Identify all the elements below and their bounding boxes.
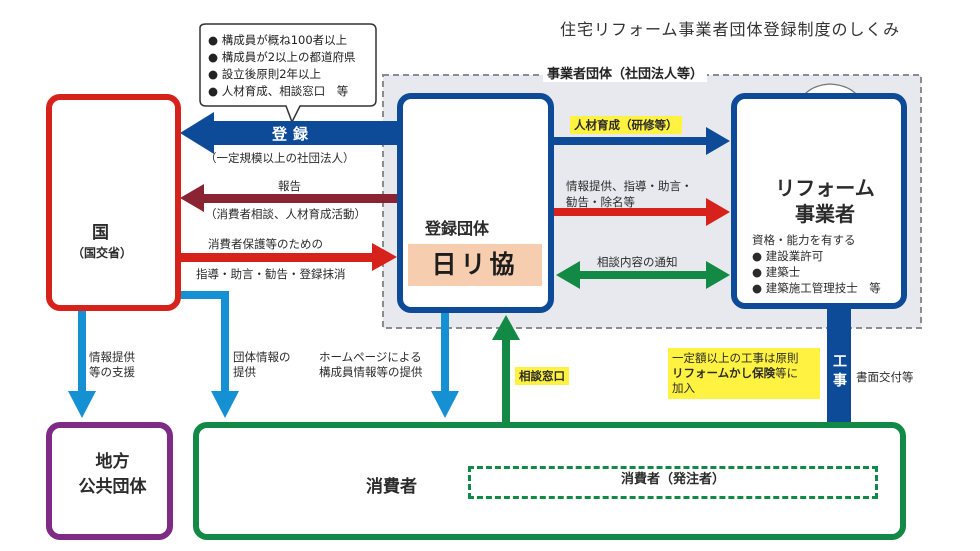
insurance-note-line2: リフォームかし保険等に: [672, 366, 816, 381]
homepage-info-label: ホームページによる 構成員情報等の提供: [319, 350, 423, 380]
registration-label: 登録: [272, 125, 315, 143]
reform-title-line2: 事業者: [795, 202, 855, 226]
guidance-arrow: [181, 243, 397, 271]
info-support-line2: 等の支援: [89, 365, 135, 379]
training-arrow: [554, 127, 730, 155]
reform-qualifications: 資格・能力を有する ● 建設業許可 ● 建築士 ● 建築施工管理技士 等: [752, 232, 881, 296]
insurance-note-rest: 等に: [775, 366, 799, 380]
training-label: 人材育成（研修等）: [570, 116, 682, 134]
requirement-item: ● 構成員が概ね100者以上: [208, 33, 348, 47]
local-government-label: 地方 公共団体: [52, 450, 173, 500]
info-guidance-line2: 勧告・除名等: [566, 195, 635, 209]
guidance-line2: 指導・助言・勧告・登録抹消: [196, 267, 346, 281]
qualification-item: ● 建設業許可: [752, 249, 824, 263]
consult-notice-label: 相談内容の通知: [597, 255, 678, 269]
kuni-sub: （国交省）: [72, 246, 133, 260]
insurance-note-line1: 一定額以上の工事は原則: [672, 351, 799, 365]
requirement-item: ● 構成員が2以上の都道府県: [208, 50, 356, 64]
requirements-list: ● 構成員が概ね100者以上 ● 構成員が2以上の都道府県 ● 設立後原則2年以…: [208, 32, 356, 100]
orderer-label: 消費者（発注者）: [620, 472, 725, 487]
qualification-item: ● 建築施工管理技士 等: [752, 281, 881, 295]
requirements-bubble: [199, 23, 377, 124]
reform-title-line1: リフォーム: [775, 176, 875, 200]
consult-window-label: 相談窓口: [515, 367, 569, 385]
info-guidance-arrow: [554, 198, 730, 226]
group-info-label: 団体情報の 提供: [233, 350, 291, 380]
local-government-line2: 公共団体: [78, 477, 147, 497]
registration-arrow: [180, 112, 400, 154]
homepage-info-line2: 構成員情報等の提供: [319, 365, 423, 379]
report-arrow: [180, 184, 400, 212]
nichiri-name: 日リ協: [431, 250, 519, 279]
node-reform-business: [731, 93, 907, 309]
node-local-government: [46, 422, 173, 540]
node-consumer: [193, 422, 906, 540]
qualification-item: ● 建築士: [752, 265, 801, 279]
report-label: 報告: [278, 179, 301, 193]
construction-side-label: 書面交付等: [856, 370, 914, 384]
group-info-arrow: [181, 291, 239, 418]
insurance-note-line3: 加入: [672, 381, 695, 395]
info-guidance-line1: 情報提供、指導・助言・: [566, 179, 693, 193]
consumer-label: 消費者: [366, 477, 417, 497]
info-support-label: 情報提供 等の支援: [89, 350, 135, 380]
group-info-line2: 提供: [233, 365, 256, 379]
local-government-line1: 地方: [95, 452, 130, 472]
business-group-label: 事業者団体（社団法人等）: [543, 63, 708, 82]
info-support-arrow: [68, 311, 96, 418]
insurance-note-bold: リフォームかし保険: [672, 366, 776, 380]
homepage-info-arrow: [431, 313, 459, 418]
info-support-line1: 情報提供: [89, 350, 135, 364]
node-kuni: [46, 94, 181, 311]
qualifications-heading: 資格・能力を有する: [752, 233, 856, 247]
requirement-item: ● 設立後原則2年以上: [208, 67, 322, 81]
guidance-line1: 消費者保護等のための: [208, 237, 323, 251]
consult-notice-arrow: [556, 261, 730, 289]
page-title: 住宅リフォーム事業者団体登録制度のしくみ: [560, 20, 901, 39]
kuni-name: 国: [92, 223, 109, 243]
orderer-dashed-box: [468, 466, 878, 499]
homepage-info-line1: ホームページによる: [319, 350, 422, 364]
nichiri-name-background: [408, 244, 542, 286]
report-sub: （消費者相談、人材育成活動）: [205, 207, 366, 221]
group-info-line1: 団体情報の: [233, 350, 291, 364]
construction-label: 工事: [833, 354, 847, 389]
requirement-item: ● 人材育成、相談窓口 等: [208, 84, 349, 98]
registration-sub: （一定規模以上の社団法人）: [205, 151, 355, 165]
insurance-note: 一定額以上の工事は原則 リフォームかし保険等に 加入: [668, 348, 820, 399]
nichiri-label: 登録団体: [425, 219, 490, 238]
